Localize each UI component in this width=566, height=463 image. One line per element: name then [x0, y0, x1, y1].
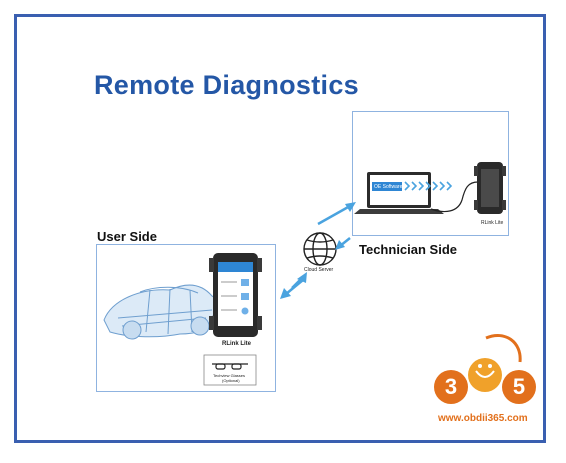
oe-software-label: OE Software [374, 184, 403, 190]
user-rlink-device-icon [209, 253, 262, 337]
data-flow-chevrons [404, 181, 453, 191]
oe-software-badge [372, 182, 402, 191]
globe-icon [303, 232, 337, 266]
logo-digit-3: 3 [444, 374, 458, 399]
laptop-icon [354, 172, 444, 214]
technician-device-label: RLink Lite [481, 220, 504, 226]
technician-side-label: Technician Side [359, 242, 458, 257]
obdii365-logo [434, 334, 536, 404]
glasses-icon [212, 363, 248, 370]
sync-arrow-bottom [280, 279, 304, 299]
cloud-server-label: Cloud Server [304, 267, 334, 273]
user-side-label: User Side [97, 229, 157, 244]
glasses-sublabel: (Optional) [222, 378, 240, 383]
sync-arrow-tech [335, 237, 351, 250]
technician-cable [430, 181, 479, 213]
glasses-card [203, 354, 257, 386]
user-device-label: RLink Lite [222, 341, 252, 347]
sync-arrow-top [317, 202, 356, 226]
technician-rlink-device-icon [474, 162, 506, 214]
website-url: www.obdii365.com [438, 413, 528, 424]
page-title: Remote Diagnostics [94, 70, 359, 100]
car-icon [103, 284, 223, 340]
logo-digit-5: 5 [512, 374, 526, 399]
glasses-label: Techview Glasses [213, 373, 246, 378]
logo-digit-6: 6 [468, 358, 502, 392]
